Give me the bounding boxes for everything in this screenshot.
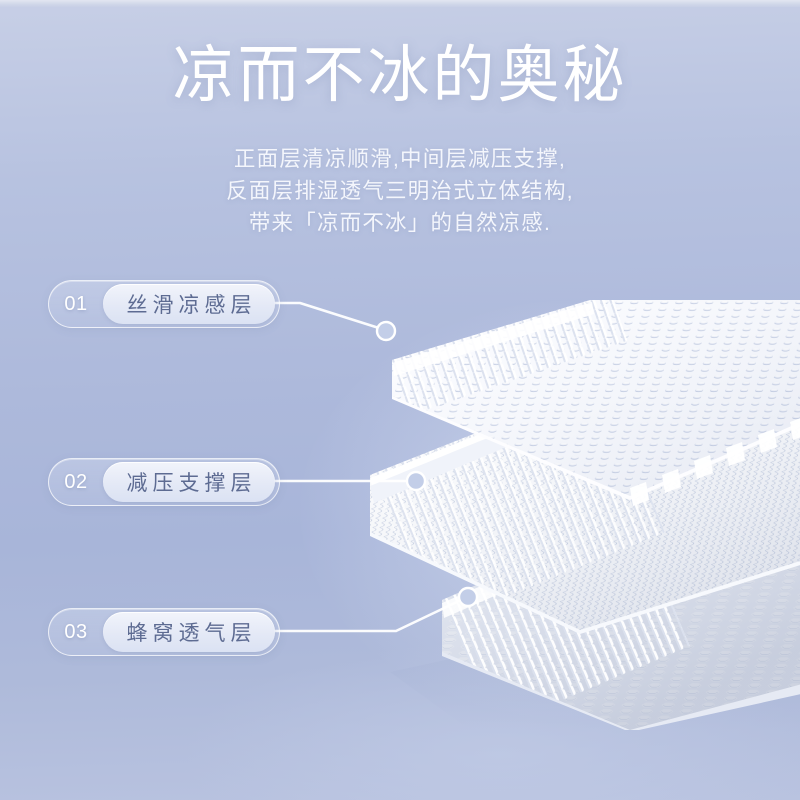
callout-badge-01[interactable]: 01 丝滑凉感层 [48,280,280,328]
page-title: 凉而不冰的奥秘 [172,41,628,110]
callout-number-02: 02 [64,470,88,493]
subtitle-line-2: 反面层排湿透气三明治式立体结构, [226,179,574,203]
callout-badge-03[interactable]: 03 蜂窝透气层 [48,608,280,656]
subtitle-line-1: 正面层清凉顺滑,中间层减压支撑, [233,147,567,171]
callout-label-01: 丝滑凉感层 [103,284,275,324]
product-layer-stack-illustration [330,300,800,730]
top-edge-strip [0,0,800,7]
callout-label-02: 减压支撑层 [103,462,275,502]
callout-badge-02[interactable]: 02 减压支撑层 [48,458,280,506]
callout-number-03: 03 [64,620,88,643]
callout-label-03: 蜂窝透气层 [103,612,275,652]
subtitle-line-3: 带来「凉而不冰」的自然凉感. [248,211,552,235]
page-subtitle: 正面层清凉顺滑,中间层减压支撑, 反面层排湿透气三明治式立体结构, 带来「凉而不… [0,143,800,239]
callout-number-01: 01 [64,292,88,315]
